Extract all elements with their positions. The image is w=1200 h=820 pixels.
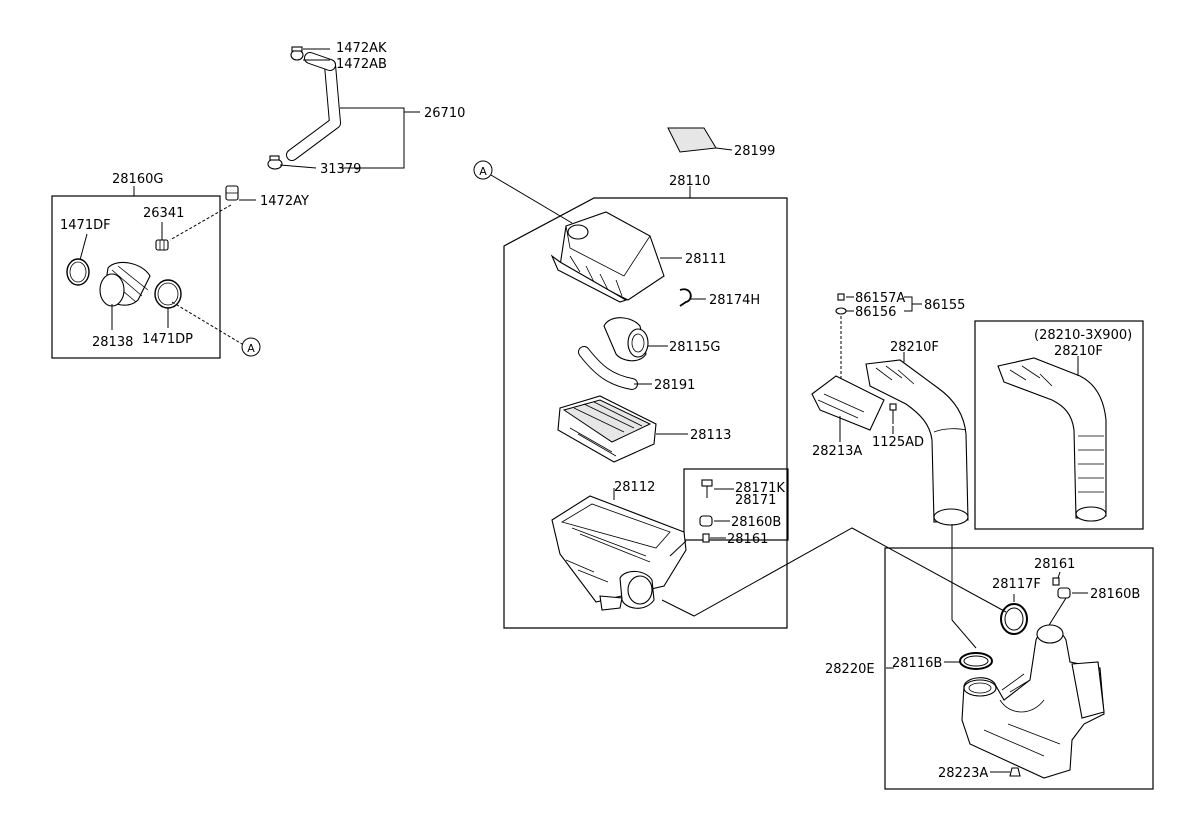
label-28110: 28110: [669, 174, 710, 189]
label-1472AB: 1472AB: [336, 57, 387, 72]
grommet-28160B-upper: [699, 515, 713, 527]
label-28111: 28111: [685, 252, 726, 267]
label-28160G: 28160G: [112, 172, 163, 187]
label-28117F: 28117F: [992, 577, 1041, 592]
filter-element-28113: [557, 395, 657, 463]
air-cleaner-group-frame: [503, 197, 788, 629]
label-28210F-variant: 28210F: [1054, 344, 1103, 359]
callout-a-left-label: A: [247, 342, 255, 355]
label-28115G: 28115G: [669, 340, 720, 355]
variant-duct-frame: [974, 320, 1144, 530]
label-1472AK: 1472AK: [336, 41, 387, 56]
label-28213A: 28213A: [812, 444, 862, 459]
intake-hose-28138: [99, 261, 151, 307]
grommet-28160B-lower: [1057, 587, 1071, 599]
label-28112: 28112: [614, 480, 655, 495]
callout-a-left: [241, 337, 261, 357]
lower-body-28112: [551, 495, 687, 611]
duct-bracket-28213A: [811, 375, 885, 431]
label-86155: 86155: [924, 298, 965, 313]
label-1471DP: 1471DP: [142, 332, 193, 347]
hose-clamp-1471DP: [154, 279, 182, 309]
label-28161-lower: 28161: [1034, 557, 1075, 572]
hose-clamp-lower: [267, 155, 283, 170]
filter-cover-28199: [667, 127, 717, 153]
hose-clamp-1471DF: [66, 258, 90, 286]
label-28220E: 28220E: [825, 662, 875, 677]
label-31379: 31379: [320, 162, 361, 177]
collar-28161-lower: [1052, 577, 1060, 586]
label-28138: 28138: [92, 335, 133, 350]
label-28171: 28171: [735, 493, 776, 508]
hose-28191: [578, 346, 638, 390]
label-28191: 28191: [654, 378, 695, 393]
label-28161-upper: 28161: [727, 532, 768, 547]
bolt-28223A: [1009, 767, 1021, 777]
label-28199: 28199: [734, 144, 775, 159]
label-28116B: 28116B: [892, 656, 942, 671]
air-duct-28210F: [865, 359, 969, 526]
breather-hose: [286, 52, 341, 161]
hose-fitting-1472AY: [225, 185, 239, 201]
label-28171K: 28171K: [735, 481, 785, 496]
label-28174H: 28174H: [709, 293, 760, 308]
label-28160B-lower: 28160B: [1090, 587, 1140, 602]
bolt-28171K: [701, 479, 713, 498]
intake-resonator-28220E: [961, 624, 1105, 779]
resonator-group-frame: [51, 195, 221, 359]
label-28160B-upper: 28160B: [731, 515, 781, 530]
label-1472AY: 1472AY: [260, 194, 309, 209]
duct-28115G: [603, 317, 649, 362]
label-1125AD: 1125AD: [872, 435, 924, 450]
grommet-28117F: [1000, 603, 1028, 635]
washer-86156: [835, 307, 847, 315]
label-86157A: 86157A: [855, 291, 905, 306]
collar-28161-upper: [702, 533, 710, 543]
label-28113: 28113: [690, 428, 731, 443]
hose-clamp-top: [290, 46, 304, 61]
label-1471DF: 1471DF: [60, 218, 111, 233]
clip-28174H: [679, 288, 692, 307]
label-86156: 86156: [855, 305, 896, 320]
bolt-subgroup-frame: [683, 468, 789, 541]
label-variant-code: (28210-3X900): [1034, 328, 1132, 343]
label-26341: 26341: [143, 206, 184, 221]
bolt-1125AD: [889, 403, 897, 424]
intake-resonator-frame: [884, 547, 1154, 790]
label-28210F: 28210F: [890, 340, 939, 355]
ring-28116B: [959, 652, 993, 670]
label-26710: 26710: [424, 106, 465, 121]
callout-a-top-label: A: [479, 165, 487, 178]
bolt-86157A: [837, 293, 845, 301]
upper-cover-28111: [550, 211, 665, 303]
sensor-nipple-26341: [155, 239, 169, 251]
variant-air-duct: [997, 357, 1107, 522]
label-28223A: 28223A: [938, 766, 988, 781]
callout-a-top: [473, 160, 493, 180]
